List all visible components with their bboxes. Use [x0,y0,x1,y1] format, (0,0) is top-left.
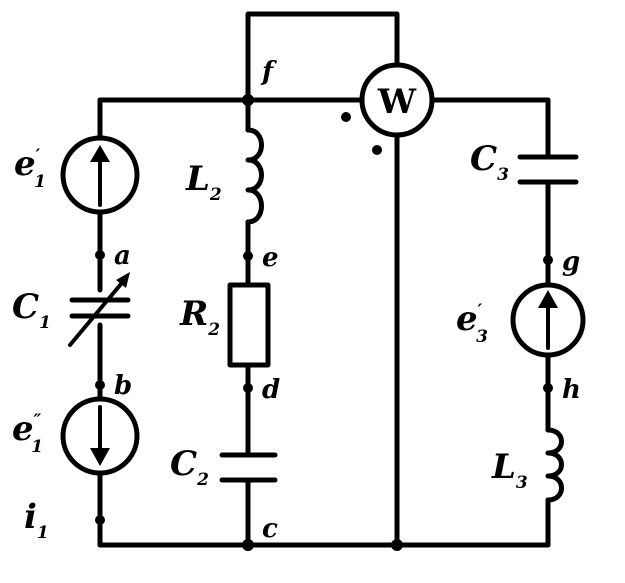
wattmeter-current-dot [341,112,351,122]
wires [97,11,551,548]
label-c3: C3 [470,139,509,185]
capacitor-c1-symbol [68,272,131,347]
label-e1-dprime: e″1 [12,409,43,457]
junction-wattmeter-bottom [391,539,403,551]
node-labels: f a b e d c g h [114,57,581,544]
source-e3-prime-symbol [510,282,586,358]
node-label-c: c [262,514,278,544]
node-label-g: g [562,247,580,277]
junction-f [242,94,254,106]
label-e3-prime: e′3 [456,299,488,347]
node-dot-e [243,251,253,261]
label-r2: R2 [179,294,220,340]
node-dot-b [95,380,105,390]
label-e1-prime: e′1 [14,144,46,192]
junction-dots [95,94,553,551]
node-dot-h [543,383,553,393]
label-l3: L3 [491,447,528,493]
source-e1-dprime-symbol [60,396,140,476]
wattmeter-voltage-dot [372,145,382,155]
node-dot-i1 [95,515,105,525]
source-e1-prime-symbol [60,135,140,215]
label-i1: i1 [24,497,49,543]
junction-c [242,539,254,551]
node-dot-g [543,255,553,265]
node-label-h: h [562,375,581,405]
wire-wattmeter-loop [245,11,400,103]
node-label-f: f [260,57,277,87]
inductor-l3-symbol [545,427,564,503]
label-c1: C1 [12,287,51,333]
node-label-d: d [262,375,280,405]
node-dot-d [243,383,253,393]
capacitor-c3-symbol [517,154,579,185]
label-c2: C2 [170,444,209,490]
node-dot-a [95,250,105,260]
label-l2: L2 [185,159,222,205]
component-labels: e′1 C1 e″1 i1 L2 R2 C2 C3 e′3 L3 [12,139,528,543]
resistor-r2-symbol [227,282,271,368]
node-label-b: b [114,371,132,401]
node-label-a: a [114,241,131,271]
inductor-l2-symbol [245,127,264,225]
wattmeter-label: W [377,82,417,122]
wattmeter-symbol: W [341,62,435,155]
capacitor-c2-symbol [219,452,278,483]
node-label-e: e [262,243,279,273]
